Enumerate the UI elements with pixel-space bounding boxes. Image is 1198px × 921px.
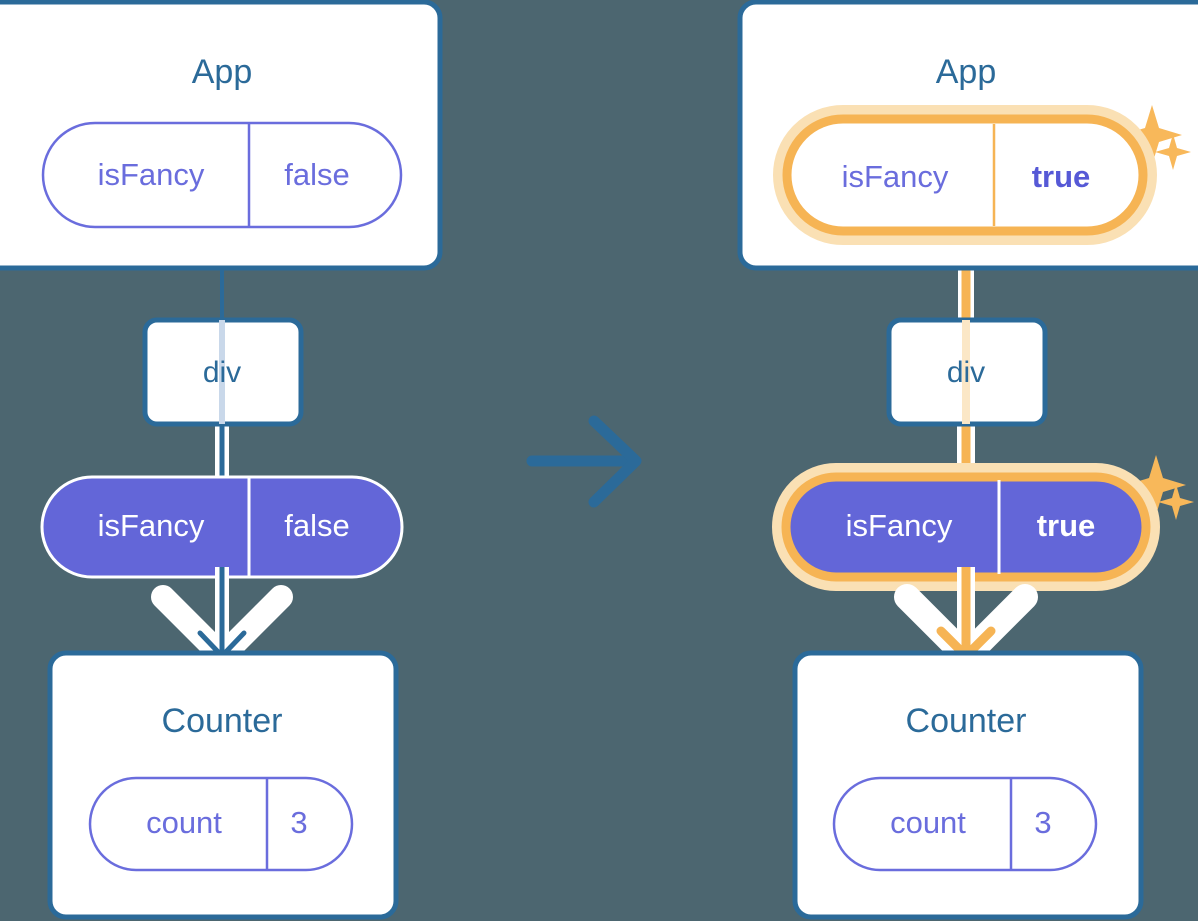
props-pill-key: isFancy [846,508,953,543]
props-pill-value: false [284,508,349,543]
transition-arrow [526,415,642,508]
props-pill-key: isFancy [98,508,205,543]
counter-state-pill: count 3 [832,776,1098,872]
app-state-pill-highlighted: isFancy true [773,105,1157,245]
app-state-pill-key: isFancy [98,157,205,192]
app-state-pill-key: isFancy [842,159,949,194]
app-state-pill: isFancy false [41,121,403,229]
counter-box-title: Counter [162,702,283,740]
counter-box-title: Counter [906,702,1027,740]
div-box-title: div [947,356,985,389]
panel-after: App isFancy true [737,0,1198,920]
counter-state-pill-value: 3 [290,805,307,840]
sparkle-small-icon [1155,134,1191,170]
props-pill-value: true [1037,508,1096,543]
counter-state-pill: count 3 [88,776,354,872]
div-box: div [886,317,1048,427]
div-box-title: div [203,356,241,389]
counter-state-pill-key: count [890,805,966,840]
app-box-title: App [192,53,253,91]
div-box: div [142,317,304,427]
sparkle-large-icon [1122,105,1182,165]
sparkle-small-icon [1158,484,1194,520]
counter-state-pill-value: 3 [1034,805,1051,840]
counter-state-pill-key: count [146,805,222,840]
arrow-props-to-counter [151,567,293,668]
app-state-pill-value: false [284,157,349,192]
props-pill-highlighted: isFancy true [772,463,1160,591]
panel-before: App isFancy false div isFanc [0,0,443,920]
props-pill: isFancy false [40,475,404,579]
app-state-pill-value: true [1032,159,1091,194]
app-box-title: App [936,53,997,91]
sparkle-large-icon [1126,455,1186,515]
